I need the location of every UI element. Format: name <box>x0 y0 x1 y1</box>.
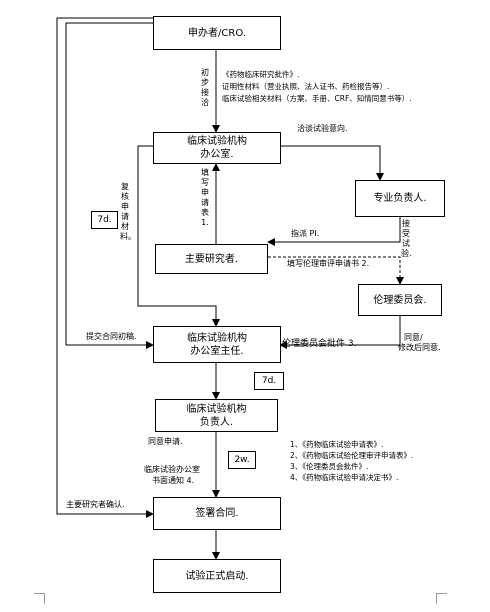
label-materials-1: 《药物临床研究批件》. <box>222 70 300 79</box>
box-office-director: 临床试验机构 办公室主任. <box>153 326 281 363</box>
label-review-materials: 复核申请材料。 <box>120 182 136 241</box>
duration-7d-left: 7d. <box>91 211 118 229</box>
label-written-notice-1: 临床试验办公室 <box>144 465 200 474</box>
label-materials-2: 证明性材料（营业执照、法人证书、药检报告等）. <box>222 82 390 91</box>
crop-mark-bottom-right <box>436 593 447 604</box>
box-trial-start: 试验正式启动. <box>153 559 281 593</box>
arrow-sponsor-to-director <box>65 22 154 349</box>
box-ethics-committee: 伦理委员会. <box>358 284 442 316</box>
box-clinical-office-line1: 临床试验机构 <box>187 136 247 147</box>
box-sign-contract: 签署合同. <box>153 497 281 530</box>
duration-7d-middle: 7d. <box>254 372 284 390</box>
note-3: 3、《伦理委员会批件》. <box>290 462 369 471</box>
box-specialist: 专业负责人. <box>355 180 445 217</box>
label-ethics-approval: 伦理委员会批件 3. <box>282 339 357 349</box>
arrow-office-to-specialist <box>280 145 384 181</box>
note-2: 2、《药物临床试验伦理审评申请表》. <box>290 451 414 460</box>
box-director-line1: 临床试验机构 <box>187 332 247 344</box>
duration-2w-label: 2w. <box>234 454 250 465</box>
arrow-specialist-to-pi <box>267 217 401 246</box>
label-written-notice-2: 书面通知 4. <box>152 476 195 485</box>
label-fill-ethics-application: 填写伦理审评申请书 2. <box>287 259 370 268</box>
box-leader-line1: 临床试验机构 <box>186 403 247 415</box>
label-agree-2: 修改后同意. <box>398 343 441 352</box>
label-agree-application: 同意申请. <box>148 437 183 446</box>
duration-7d-middle-label: 7d. <box>261 375 277 386</box>
arrow-pi-to-ethics <box>268 256 404 285</box>
label-materials-3: 临床试验相关材料（方案、手册、CRF、知情同意书等）. <box>222 94 412 103</box>
note-4: 4、《药物临床试验申请决定书》. <box>290 473 399 482</box>
arrow-office-to-director <box>137 145 220 327</box>
box-contract-label: 签署合同. <box>195 508 239 519</box>
box-ethics-label: 伦理委员会. <box>373 294 427 306</box>
label-fill-application-form: 填写申请表1. <box>201 168 209 227</box>
box-sponsor-label: 申办者/CRO. <box>188 27 246 39</box>
arrow-ethics-to-director <box>279 316 401 349</box>
label-agree-1: 同意/ <box>404 333 423 342</box>
duration-2w: 2w. <box>228 451 256 469</box>
label-negotiate-intention: 洽谈试验意向. <box>297 124 348 133</box>
box-clinical-office-line2: 办公室. <box>200 149 234 160</box>
box-director-line2: 办公室主任. <box>190 345 244 357</box>
duration-7d-left-label: 7d. <box>97 214 112 225</box>
label-assign-pi: 指派 PI. <box>291 229 320 238</box>
box-pi-label: 主要研究者. <box>184 253 239 265</box>
label-initial-contact: 初步接洽 <box>201 68 209 107</box>
label-pi-confirm: 主要研究者确认. <box>66 500 125 509</box>
note-1: 1、《药物临床试验申请表》. <box>290 440 384 449</box>
crop-mark-bottom-left <box>34 593 45 604</box>
box-sponsor: 申办者/CRO. <box>153 16 281 50</box>
box-institution-leader: 临床试验机构 负责人. <box>155 399 278 432</box>
box-start-label: 试验正式启动. <box>185 570 249 582</box>
box-clinical-office: 临床试验机构 办公室. <box>153 132 281 164</box>
box-specialist-label: 专业负责人. <box>373 193 427 204</box>
arrow-sponsor-to-contract <box>56 17 154 518</box>
box-principal-investigator: 主要研究者. <box>155 244 268 274</box>
box-leader-line2: 负责人. <box>199 416 234 428</box>
label-accept-trial: 接受试验. <box>401 219 412 258</box>
label-submit-contract-draft: 提交合同初稿. <box>86 332 137 341</box>
